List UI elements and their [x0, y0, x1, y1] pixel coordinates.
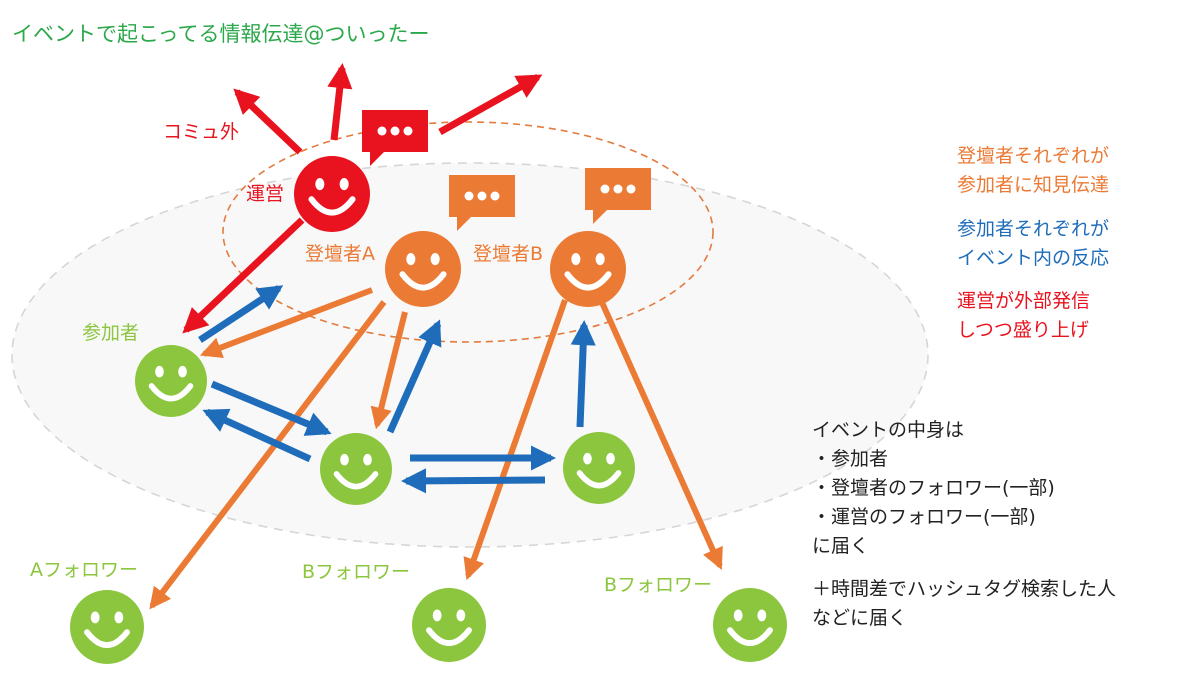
arrow-icon — [570, 319, 596, 428]
arrow-icon — [210, 380, 332, 436]
participants-area — [11, 162, 929, 548]
legend-orange: 登壇者それぞれが 参加者に知見伝達 — [957, 145, 1110, 196]
speaker-a-label: 登壇者A — [305, 243, 375, 265]
smiley-face-icon — [294, 156, 370, 232]
outside-community-label: コミュ外 — [163, 121, 240, 143]
arrow-icon — [463, 299, 568, 581]
smiley-face-icon — [135, 345, 207, 417]
arrow-icon — [202, 408, 312, 463]
arrow-icon — [327, 62, 353, 141]
arrow-icon — [597, 296, 723, 570]
arrow-icon — [182, 217, 305, 334]
arrow-icon — [370, 311, 408, 430]
a-followers-label: Aフォロワー — [30, 559, 138, 581]
arrow-icon — [198, 285, 284, 343]
b-followers-label: Bフォロワー — [302, 561, 411, 583]
organizer-speakers-area — [222, 121, 714, 343]
organizer-label: 運営 — [246, 183, 285, 205]
b-followers-label-2: Bフォロワー — [604, 574, 713, 596]
arrow-icon — [438, 73, 543, 136]
legend-blue: 参加者それぞれが イベント内の反応 — [957, 218, 1110, 269]
arrow-icon — [386, 319, 442, 434]
reach-description: イベントの中身は ・参加者 ・登壇者のフォロワー(一部) ・運営のフォロワー(一… — [812, 419, 1055, 557]
smiley-face-icon — [385, 231, 461, 307]
arrow-icon — [199, 287, 374, 358]
page-title: イベントで起こってる情報伝達@ついったー — [12, 22, 430, 46]
red-arrows — [182, 62, 543, 334]
arrow-icon — [400, 468, 546, 494]
arrow-icon — [233, 88, 303, 155]
smiley-face-icon — [412, 588, 486, 662]
blue-arrows — [198, 285, 596, 494]
participants-label: 参加者 — [82, 322, 140, 344]
smiley-face-icon — [713, 588, 787, 662]
search-description: ＋時間差でハッシュタグ検索した人 などに届く — [812, 578, 1117, 629]
speaker-b-label: 登壇者B — [473, 243, 544, 265]
speech-bubble-icon — [362, 110, 428, 166]
arrow-icon — [149, 300, 387, 610]
legend-red: 運営が外部発信 しつつ盛り上げ — [957, 290, 1091, 341]
smiley-face-icon — [320, 433, 392, 505]
smiley-face-icon — [563, 432, 635, 504]
orange-arrows — [149, 287, 723, 610]
smiley-face-icon — [70, 590, 144, 664]
smiley-face-icon — [550, 231, 626, 307]
